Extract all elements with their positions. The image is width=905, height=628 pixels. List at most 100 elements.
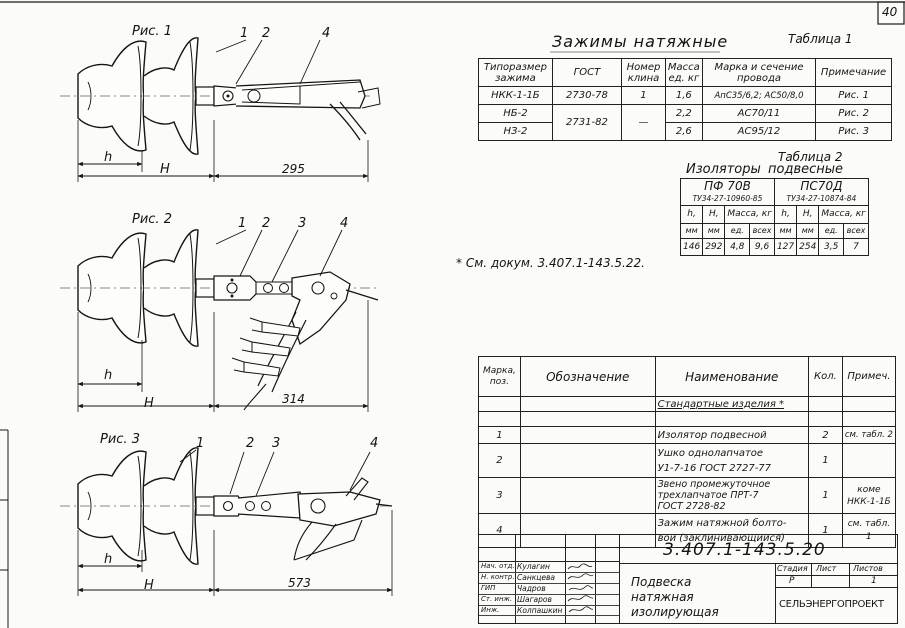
fig1-callout-1: 1: [240, 26, 249, 41]
table2-unit: всех: [749, 222, 775, 239]
table2-subheader: H,: [796, 204, 820, 224]
spec-cell-note: коме: [857, 484, 881, 495]
fig3-dim-H: H: [144, 578, 154, 593]
table2-value: 4,8: [724, 237, 751, 256]
table1-cell: 2730-78: [551, 86, 623, 105]
table1: Типоразмер зажима ГОСТ Номер клина Масса…: [478, 58, 892, 141]
doc-code: 3.407.1-143.5.20: [663, 540, 826, 560]
stage-value: Р: [789, 576, 795, 586]
fig1-callout-4: 4: [322, 26, 331, 41]
table1-cell: —: [621, 104, 666, 141]
spec-cell-note-2: 1: [866, 531, 872, 542]
sheet-number: 40: [882, 5, 898, 19]
table1-label: Таблица 1: [788, 32, 853, 46]
table1-cell: НКК-1-1Б: [478, 86, 553, 105]
table1-cell: АпС35/6,2; АС50/8,0: [701, 86, 817, 105]
table-row: 2 Ушко однолапчатое У1-7-16 ГОСТ 2727-77…: [478, 443, 897, 478]
stamp-role: ГИП: [481, 584, 496, 592]
stamp-role: Инж.: [481, 606, 500, 614]
spec-header-pos: Марка, поз.: [478, 356, 521, 397]
spec-cell-qty: 1: [807, 513, 843, 548]
spec-cell-name-2: У1-7-16 ГОСТ 2727-77: [657, 462, 772, 474]
spec-cell-pos: 2: [478, 443, 521, 478]
table2-unit: мм: [796, 222, 820, 239]
table2-value: 7: [843, 237, 869, 256]
table2-group1: ПФ 70В: [680, 178, 775, 193]
stamp-name: Шагаров: [517, 595, 552, 604]
spec-cell-name: Зажим натяжной болто-: [657, 517, 787, 529]
stage-header: Стадия: [777, 564, 808, 573]
spec-cell-name: Изолятор подвесной: [654, 426, 809, 444]
fig3-callout-4: 4: [370, 436, 379, 451]
table2-title-a: Изоляторы: [686, 162, 761, 177]
spec-header-name: Наименование: [654, 356, 809, 397]
org-name: СЕЛЬЭНЕРГОПРОЕКТ: [779, 599, 884, 610]
table1-cell: 1,6: [664, 86, 703, 105]
fig3-callout-1: 1: [196, 436, 205, 451]
table2-value: 254: [796, 237, 820, 256]
fig1-drawing: [60, 37, 381, 182]
stamp-name: Колпашкин: [517, 606, 563, 615]
table-row: 1 Изолятор подвесной 2 см. табл. 2: [478, 426, 897, 444]
table1-header-wire: Марка и сечение провода: [701, 58, 817, 87]
table-row: НЗ-2 2,6 АС95/12 Рис. 3: [478, 122, 892, 141]
table2-value: 127: [773, 237, 798, 256]
sheets-value: 1: [871, 576, 877, 586]
table2-subheader: h,: [773, 204, 798, 224]
fig2-callout-4: 4: [340, 216, 349, 231]
spec-cell-name-3: ГОСТ 2728-82: [657, 501, 726, 512]
spec-cell-name-2: трехлапчатое ПРТ-7: [657, 490, 759, 501]
fig3-drawing: [60, 447, 393, 596]
table1-cell: 2,6: [664, 122, 703, 141]
table1-cell: АС95/12: [701, 122, 817, 141]
fig3-dim-len: 573: [288, 576, 311, 590]
fig2-drawing: [60, 229, 380, 412]
fig1-callout-2: 2: [262, 26, 271, 41]
spec-header-qty: Кол.: [807, 356, 843, 397]
table2-value: 292: [702, 237, 726, 256]
sheet-number-box: [877, 1, 905, 25]
spec-cell-pos: 1: [478, 426, 521, 444]
fig3-dim-h: h: [104, 552, 113, 567]
fig2-callout-3: 3: [298, 216, 307, 231]
spec-cell-pos: 3: [478, 477, 521, 514]
table2-unit: всех: [843, 222, 869, 239]
table1-cell: Рис. 2: [815, 104, 892, 123]
table1-cell: Рис. 3: [815, 122, 892, 141]
table2-value: 9,6: [749, 237, 775, 256]
table2-subheader: H,: [702, 204, 726, 224]
table1-cell: 1: [621, 86, 666, 105]
fig1-dim-H: H: [160, 162, 170, 177]
stamp-role: Ст. инж.: [481, 595, 513, 603]
stamp-name: Чадров: [517, 584, 546, 593]
spec-cell-name: Ушко однолапчатое: [657, 447, 764, 459]
spec-cell-name: Стандартные изделия *: [654, 396, 809, 412]
table2-unit: мм: [679, 222, 704, 239]
fig1-dim-len: 295: [282, 162, 305, 176]
table1-cell: Рис. 1: [815, 86, 892, 105]
table2-label: Таблица 2: [778, 150, 843, 164]
table2: ПФ 70В ПС70Д ТУ34-27-10960-85 ТУ34-27-10…: [679, 178, 869, 256]
fig2-label: Рис. 2: [132, 212, 172, 227]
spec-cell-name-2: вой (заклинивающийся): [657, 532, 785, 544]
fig2-dim-h: h: [104, 368, 113, 383]
table1-cell: НЗ-2: [478, 122, 553, 141]
fig2-callout-2: 2: [262, 216, 271, 231]
table1-cell: 2731-82: [551, 104, 623, 141]
table-row: 3 Звено промежуточное трехлапчатое ПРТ-7…: [478, 477, 897, 514]
signatures: [567, 563, 594, 613]
table2-unit: мм: [702, 222, 726, 239]
stamp-role: Н. контр.: [481, 573, 515, 581]
table1-cell: 2,2: [664, 104, 703, 123]
table2-value: 3,5: [818, 237, 845, 256]
table1-header-wedge: Номер клина: [621, 58, 666, 87]
title-line-3: изолирующая: [631, 605, 719, 619]
table2-subheader: Масса, кг: [724, 204, 775, 224]
fig1-label: Рис. 1: [132, 24, 172, 39]
title-line-2: натяжная: [631, 590, 694, 604]
table2-subheader: h,: [679, 204, 704, 224]
table-row: [478, 411, 897, 427]
fig2-dim-len: 314: [282, 392, 305, 406]
table1-cell: АС70/11: [701, 104, 817, 123]
